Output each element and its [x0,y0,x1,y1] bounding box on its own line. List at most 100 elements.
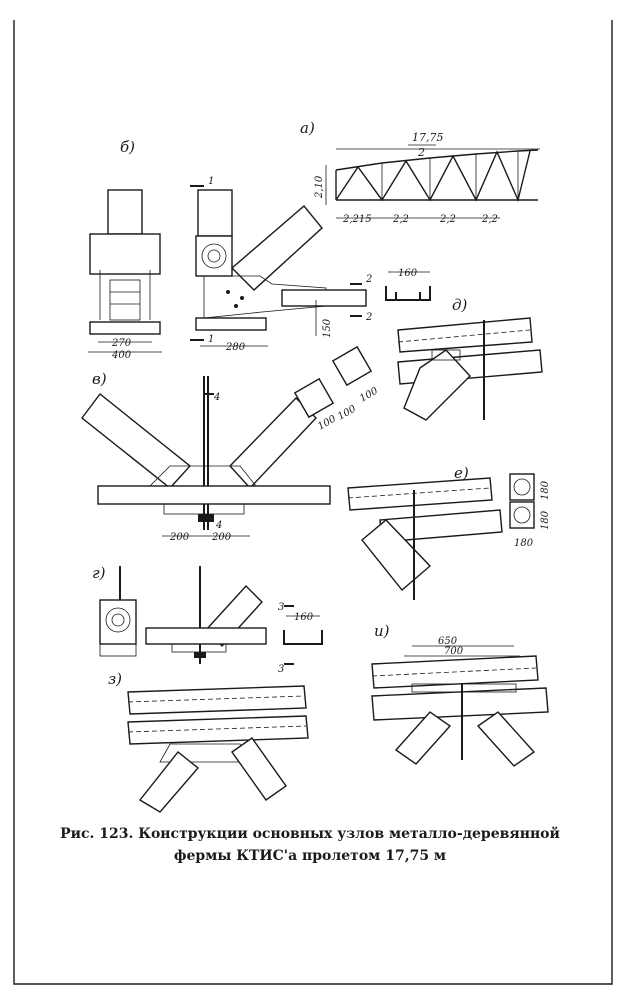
z-right-diagonal [231,737,287,801]
sec-1b: 1 [208,334,214,345]
z-top-chord [127,685,307,715]
b-front-cap [89,233,161,275]
b-side-ring [201,243,227,269]
b-front-ladder [109,279,141,321]
g-chord [145,627,267,645]
b-front-top-post [107,189,143,235]
label-g: г) [92,564,106,582]
panel-i-node: и) 650 700 [371,622,549,767]
top-chord [335,149,539,171]
sec-3a: 3 [278,602,284,613]
v-bottom-chord [97,485,331,505]
dim-700: 700 [444,646,464,657]
g-ring-in [111,613,125,627]
z-left-diagonal [138,751,200,813]
dim-height: 2,10 [314,175,325,199]
z-bottom-chord [127,715,309,745]
dim-650: 650 [438,636,458,647]
label-e: е) [454,464,469,482]
dim-150: 150 [322,318,333,338]
dim-100b: 100 [336,403,359,422]
dim-400: 400 [111,350,132,361]
e-ring-a [513,478,531,496]
panel-a-truss-scheme: а) 17,75 2 2,10 2,215 2,2 2,2 2,2 [300,119,540,225]
sec-3b: 3 [278,664,284,675]
panel-b-support-node: б) 270 400 1 1 280 150 [88,138,431,361]
dim-200b: 200 [211,532,232,543]
dim-panel3: 2,2 [439,214,456,225]
i-dash [371,667,537,677]
caption-line-1: Рис. 123. Конструкции основных узлов мет… [60,826,560,842]
label-i: и) [374,622,390,640]
v-right-diagonal [229,397,317,490]
sec-4a: 4 [213,392,220,403]
dim-panel2: 2,2 [392,214,409,225]
v-nut [198,514,214,522]
g-channel-section [283,630,323,645]
i-bottom-chord [371,687,549,721]
label-d: д) [452,296,468,314]
g-nut [194,652,206,658]
b-front-base [89,321,161,335]
v-section-a [293,377,335,419]
g-ring [105,607,131,633]
b-side-ring-in [207,249,221,263]
dim-270: 270 [111,338,132,349]
panel-v-ridge-node: в) 4 4 200 200 100 100 100 [81,345,381,543]
label-z: з) [108,670,122,688]
b-bolt3 [234,304,238,308]
d-diagonal [403,349,471,421]
d-dash [397,329,531,343]
figure-caption: Рис. 123. Конструкции основных узлов мет… [30,823,590,867]
e-ring-b [513,506,531,524]
b-side-post [197,189,233,237]
e-section-bot [509,501,535,529]
panel-g-node: г) 3 160 3 [92,564,323,675]
b-bolt2 [240,296,244,300]
i-right-diagonal [476,711,536,767]
sec-1a: 1 [208,176,214,187]
dim-280: 280 [225,342,246,353]
d-top-chord [397,317,533,353]
i-plate [411,683,517,693]
g-section [99,599,137,645]
dim-panel1: 2,215 [342,214,372,225]
b-bolt1 [226,290,230,294]
e-top-chord [347,477,493,511]
v-left-diagonal [81,393,192,489]
sec-4b: 4 [215,520,222,531]
g-base [99,643,137,657]
dim-160: 160 [398,268,418,279]
b-side-block [195,235,233,277]
dim-span-div: 2 [417,146,425,159]
dim-span-top: 17,75 [412,131,444,144]
dim-180c: 180 [514,538,534,549]
dim-100a: 100 [316,413,339,432]
panel-e-node: е) 180 180 180 [347,464,551,600]
dim-180a: 180 [540,480,551,500]
panel-z-node: з) [108,670,309,813]
web-members [335,150,531,203]
v-section-b [331,345,373,387]
sec-2b: 2 [365,312,372,323]
v-gusset [149,465,257,487]
b-channel-lips [395,292,421,300]
dim-180b: 180 [540,510,551,530]
page-border [13,20,613,985]
b-channel-section [385,286,431,301]
label-b: б) [120,138,135,156]
label-v: в) [92,370,107,388]
d-plate [431,349,461,361]
b-diagonal [230,205,323,291]
i-left-diagonal [394,711,452,765]
panel-d-node: д) [397,296,543,421]
z-dash [127,695,305,703]
label-a: а) [300,119,315,137]
dim-g-160: 160 [294,612,314,623]
dim-panel4: 2,2 [481,214,498,225]
sec-2a: 2 [365,274,372,285]
dim-100c: 100 [358,385,381,404]
caption-line-2: фермы КТИС'а пролетом 17,75 м [173,848,447,864]
